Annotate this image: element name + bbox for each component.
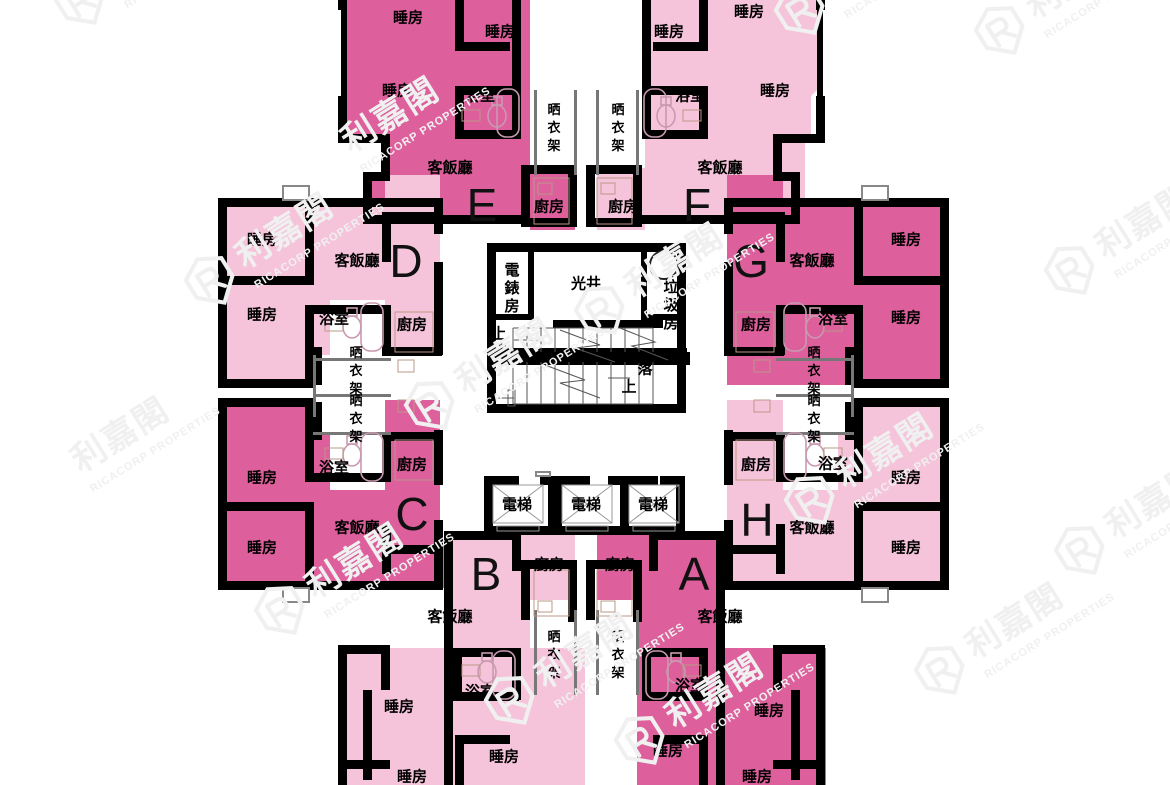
room-label-layer: 睡房睡房睡房浴室客飯廳廚房晒衣架睡房睡房睡房浴室客飯廳廚房晒衣架睡房睡房客飯廳浴… <box>247 3 921 785</box>
core-label-stair-down-left: 落 <box>491 343 507 361</box>
unit-letter-A: A <box>679 548 710 600</box>
unit-letter-E: E <box>467 179 498 231</box>
room-label-bathroom: 浴室 <box>465 683 495 701</box>
room-label-bedroom: 睡房 <box>742 768 772 785</box>
core-label-stair-down-right: 落 <box>637 360 653 378</box>
room-label-kitchen: 廚房 <box>608 198 638 216</box>
unit-letter-H: H <box>740 494 773 546</box>
room-label-kitchen: 廚房 <box>741 456 771 474</box>
room-label-bathroom: 浴室 <box>319 310 349 328</box>
room-label-bathroom: 浴室 <box>818 310 848 328</box>
room-label-bedroom: 睡房 <box>485 23 515 41</box>
room-label-bedroom: 睡房 <box>760 82 790 100</box>
room-label-drying_rack: 晒衣架 <box>348 394 362 445</box>
room-label-bedroom: 睡房 <box>754 702 784 720</box>
unit-letter-F: F <box>683 179 711 231</box>
room-label-drying_rack: 晒衣架 <box>546 630 560 681</box>
core-label-lift-1: 電梯 <box>502 496 532 514</box>
unit-letter-G: G <box>733 235 769 287</box>
room-label-kitchen: 廚房 <box>741 316 771 334</box>
room-label-bedroom: 睡房 <box>382 82 412 100</box>
bath-fixtures-C <box>324 432 384 482</box>
room-label-bedroom: 睡房 <box>891 309 921 327</box>
room-label-kitchen: 廚房 <box>397 316 427 334</box>
room-label-living_dining: 客飯廳 <box>788 519 834 537</box>
room-label-living_dining: 客飯廳 <box>426 159 472 177</box>
bath-fixtures-E <box>461 88 520 138</box>
room-label-drying_rack: 晒衣架 <box>610 103 624 154</box>
room-label-bedroom: 睡房 <box>891 539 921 557</box>
bath-fixtures-A <box>645 650 702 700</box>
room-label-living_dining: 客飯廳 <box>333 519 379 537</box>
unit-letter-layer: A BC DE FG H <box>389 179 773 600</box>
room-label-bedroom: 睡房 <box>384 698 414 716</box>
room-label-drying_rack: 晒衣架 <box>806 394 820 445</box>
room-label-bedroom: 睡房 <box>654 23 684 41</box>
room-label-living_dining: 客飯廳 <box>333 252 379 270</box>
room-label-drying_rack: 晒衣架 <box>610 630 624 681</box>
core-label-light-well: 光井 <box>570 275 601 293</box>
bath-fixtures-D <box>324 302 384 352</box>
room-label-living_dining: 客飯廳 <box>788 252 834 270</box>
room-label-bedroom: 睡房 <box>891 231 921 249</box>
bath-fixtures-F <box>643 88 702 138</box>
core-label-lift-3: 電梯 <box>638 496 668 514</box>
core-label-stair-up-left: 上 <box>491 325 506 343</box>
core-label-lift-2: 電梯 <box>571 496 601 514</box>
room-label-living_dining: 客飯廳 <box>426 608 472 626</box>
room-label-kitchen: 廚房 <box>605 556 635 574</box>
room-label-kitchen: 廚房 <box>397 456 427 474</box>
room-label-drying_rack: 晒衣架 <box>546 103 560 154</box>
room-label-bedroom: 睡房 <box>397 768 427 785</box>
room-label-bathroom: 浴室 <box>675 87 705 105</box>
unit-area-H <box>700 400 946 588</box>
room-label-bedroom: 睡房 <box>247 231 277 249</box>
room-label-bedroom: 睡房 <box>653 742 683 760</box>
room-label-kitchen: 廚房 <box>534 556 564 574</box>
room-label-bedroom: 睡房 <box>247 539 277 557</box>
room-label-bathroom: 浴室 <box>675 677 705 695</box>
room-label-bedroom: 睡房 <box>247 306 277 324</box>
room-label-bedroom: 睡房 <box>734 3 764 21</box>
room-label-bathroom: 浴室 <box>319 459 349 477</box>
core-label-refuse-room: 垃圾房 <box>663 278 679 332</box>
bath-fixtures-B <box>461 650 516 700</box>
bath-fixtures-G <box>783 302 843 352</box>
room-label-bedroom: 睡房 <box>489 748 519 766</box>
room-label-bedroom: 睡房 <box>393 9 423 27</box>
room-label-bedroom: 睡房 <box>891 469 921 487</box>
room-label-bathroom: 浴室 <box>818 455 848 473</box>
core-label-stair-up-right: 上 <box>621 378 636 396</box>
core-detail-layer <box>497 250 679 407</box>
core-label-meter-room: 電錶房 <box>503 261 519 315</box>
unit-letter-D: D <box>389 235 422 287</box>
unit-area-C <box>221 400 470 588</box>
stair-treads-lower <box>512 362 654 404</box>
room-label-bedroom: 睡房 <box>247 469 277 487</box>
room-label-living_dining: 客飯廳 <box>696 159 742 177</box>
unit-letter-B: B <box>471 548 502 600</box>
room-label-bathroom: 浴室 <box>465 87 495 105</box>
room-label-kitchen: 廚房 <box>534 198 564 216</box>
bath-fixtures-H <box>783 432 843 482</box>
lift-car-marks <box>492 484 680 532</box>
room-label-drying_rack: 晒衣架 <box>348 346 362 397</box>
core-label-layer: 電錶房光井垃圾房上落落上電梯電梯電梯 <box>491 261 679 514</box>
room-label-living_dining: 客飯廳 <box>696 608 742 626</box>
unit-letter-C: C <box>395 488 428 540</box>
room-label-drying_rack: 晒衣架 <box>806 346 820 397</box>
